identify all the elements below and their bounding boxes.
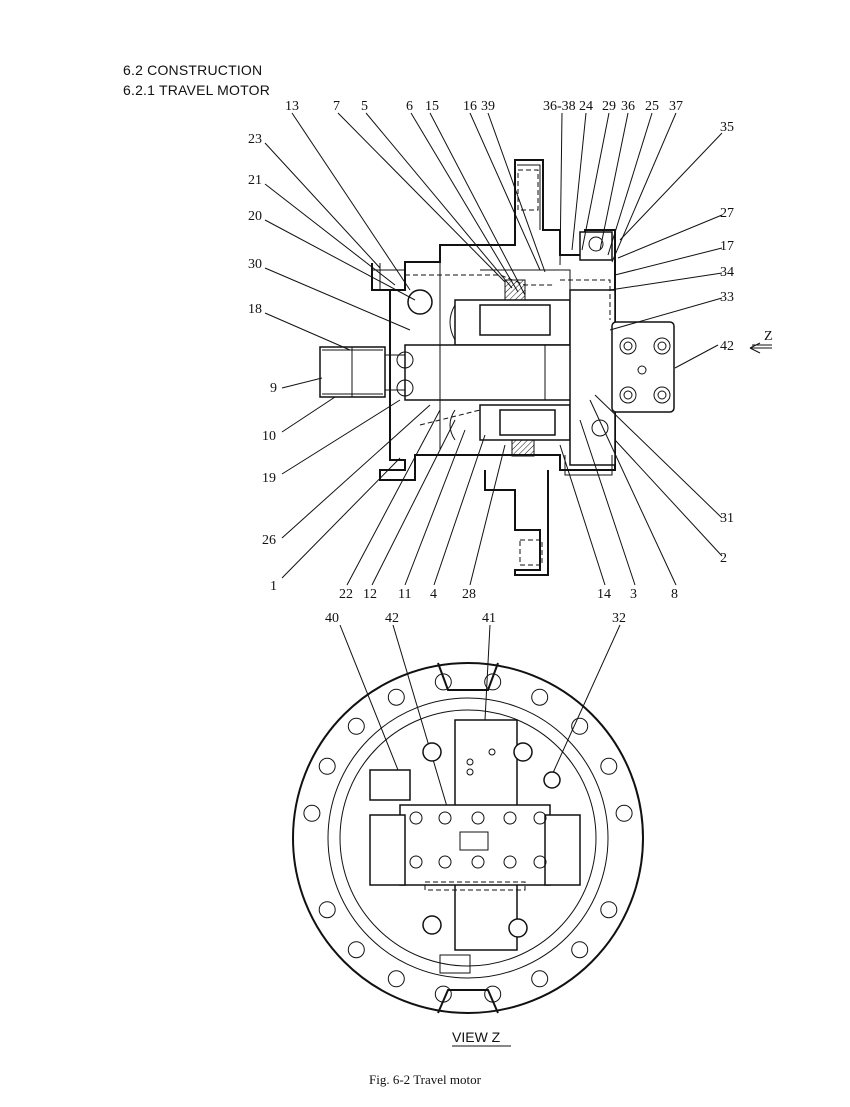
callout: 41 (482, 611, 496, 626)
callouts-view-z: 40 42 41 32 (325, 611, 626, 626)
bolt-hole (600, 757, 618, 775)
flange-bolt-holes (303, 673, 633, 1003)
view-z: VIEW Z (292, 662, 644, 1047)
leader-lines (264, 112, 723, 811)
callouts-bottom: 22 12 11 4 28 14 3 8 (339, 587, 678, 602)
bolt-hole (318, 757, 336, 775)
callout: 17 (720, 239, 734, 254)
callout: 8 (671, 587, 678, 602)
callout: 40 (325, 611, 339, 626)
callout: 20 (248, 209, 262, 224)
bolt-hole (484, 985, 502, 1003)
callout: 34 (720, 265, 734, 280)
bolt-hole (434, 985, 452, 1003)
callout: 28 (462, 587, 476, 602)
callout: 24 (579, 99, 593, 114)
valve-ports (409, 811, 547, 938)
callout: 23 (248, 132, 262, 147)
bolt-hole (484, 673, 502, 691)
callout: 2 (720, 551, 727, 566)
callout: 10 (262, 429, 276, 444)
callout: 11 (398, 587, 411, 602)
callout: 42 (720, 339, 734, 354)
callout: 16 (463, 99, 477, 114)
callout: 39 (481, 99, 495, 114)
bolt-hole (571, 941, 589, 959)
callout: 12 (363, 587, 377, 602)
bolt-hole (571, 717, 589, 735)
callout: 36 (621, 99, 635, 114)
callout: 18 (248, 302, 262, 317)
callout: 9 (270, 381, 277, 396)
bolt-hole (303, 804, 321, 822)
callout: 26 (262, 533, 276, 548)
callout: 22 (339, 587, 353, 602)
callouts-right: 35 27 17 34 33 42 31 2 (720, 120, 734, 566)
callout: 14 (597, 587, 611, 602)
callout: 13 (285, 99, 299, 114)
callout: 35 (720, 120, 734, 135)
callout: 37 (669, 99, 683, 114)
callout: 15 (425, 99, 439, 114)
bolt-hole (387, 688, 405, 706)
bolt-hole (531, 970, 549, 988)
callout: 25 (645, 99, 659, 114)
section-heading: 6.2 CONSTRUCTION (123, 62, 263, 78)
callout: 19 (262, 471, 276, 486)
callout: 5 (361, 99, 368, 114)
callout: 4 (430, 587, 437, 602)
bolt-hole (531, 688, 549, 706)
view-arrow-label: Z (764, 329, 773, 344)
callout: 27 (720, 206, 734, 221)
callout: 32 (612, 611, 626, 626)
bolt-hole (318, 901, 336, 919)
callout: 29 (602, 99, 616, 114)
callout: 7 (333, 99, 340, 114)
bolt-hole (347, 941, 365, 959)
callout: 31 (720, 511, 734, 526)
subsection-heading: 6.2.1 TRAVEL MOTOR (123, 82, 271, 98)
bolt-hole (434, 673, 452, 691)
callout: 30 (248, 257, 262, 272)
callout: 3 (630, 587, 637, 602)
callout: 1 (270, 579, 277, 594)
figure-caption: Fig. 6-2 Travel motor (369, 1072, 481, 1087)
sectional-view: Z (319, 159, 773, 576)
bolt-hole (387, 970, 405, 988)
callout: 36-38 (543, 99, 576, 114)
view-z-label: VIEW Z (452, 1029, 501, 1045)
callouts-top: 13 7 5 6 15 16 39 36-38 24 29 36 25 37 (285, 99, 683, 114)
bolt-hole (347, 717, 365, 735)
bolt-hole (600, 901, 618, 919)
callouts-left: 23 21 20 30 18 9 10 19 26 1 (248, 132, 277, 594)
callout: 6 (406, 99, 413, 114)
callout: 21 (248, 173, 262, 188)
callout: 33 (720, 290, 734, 305)
callout: 42 (385, 611, 399, 626)
bolt-hole (615, 804, 633, 822)
